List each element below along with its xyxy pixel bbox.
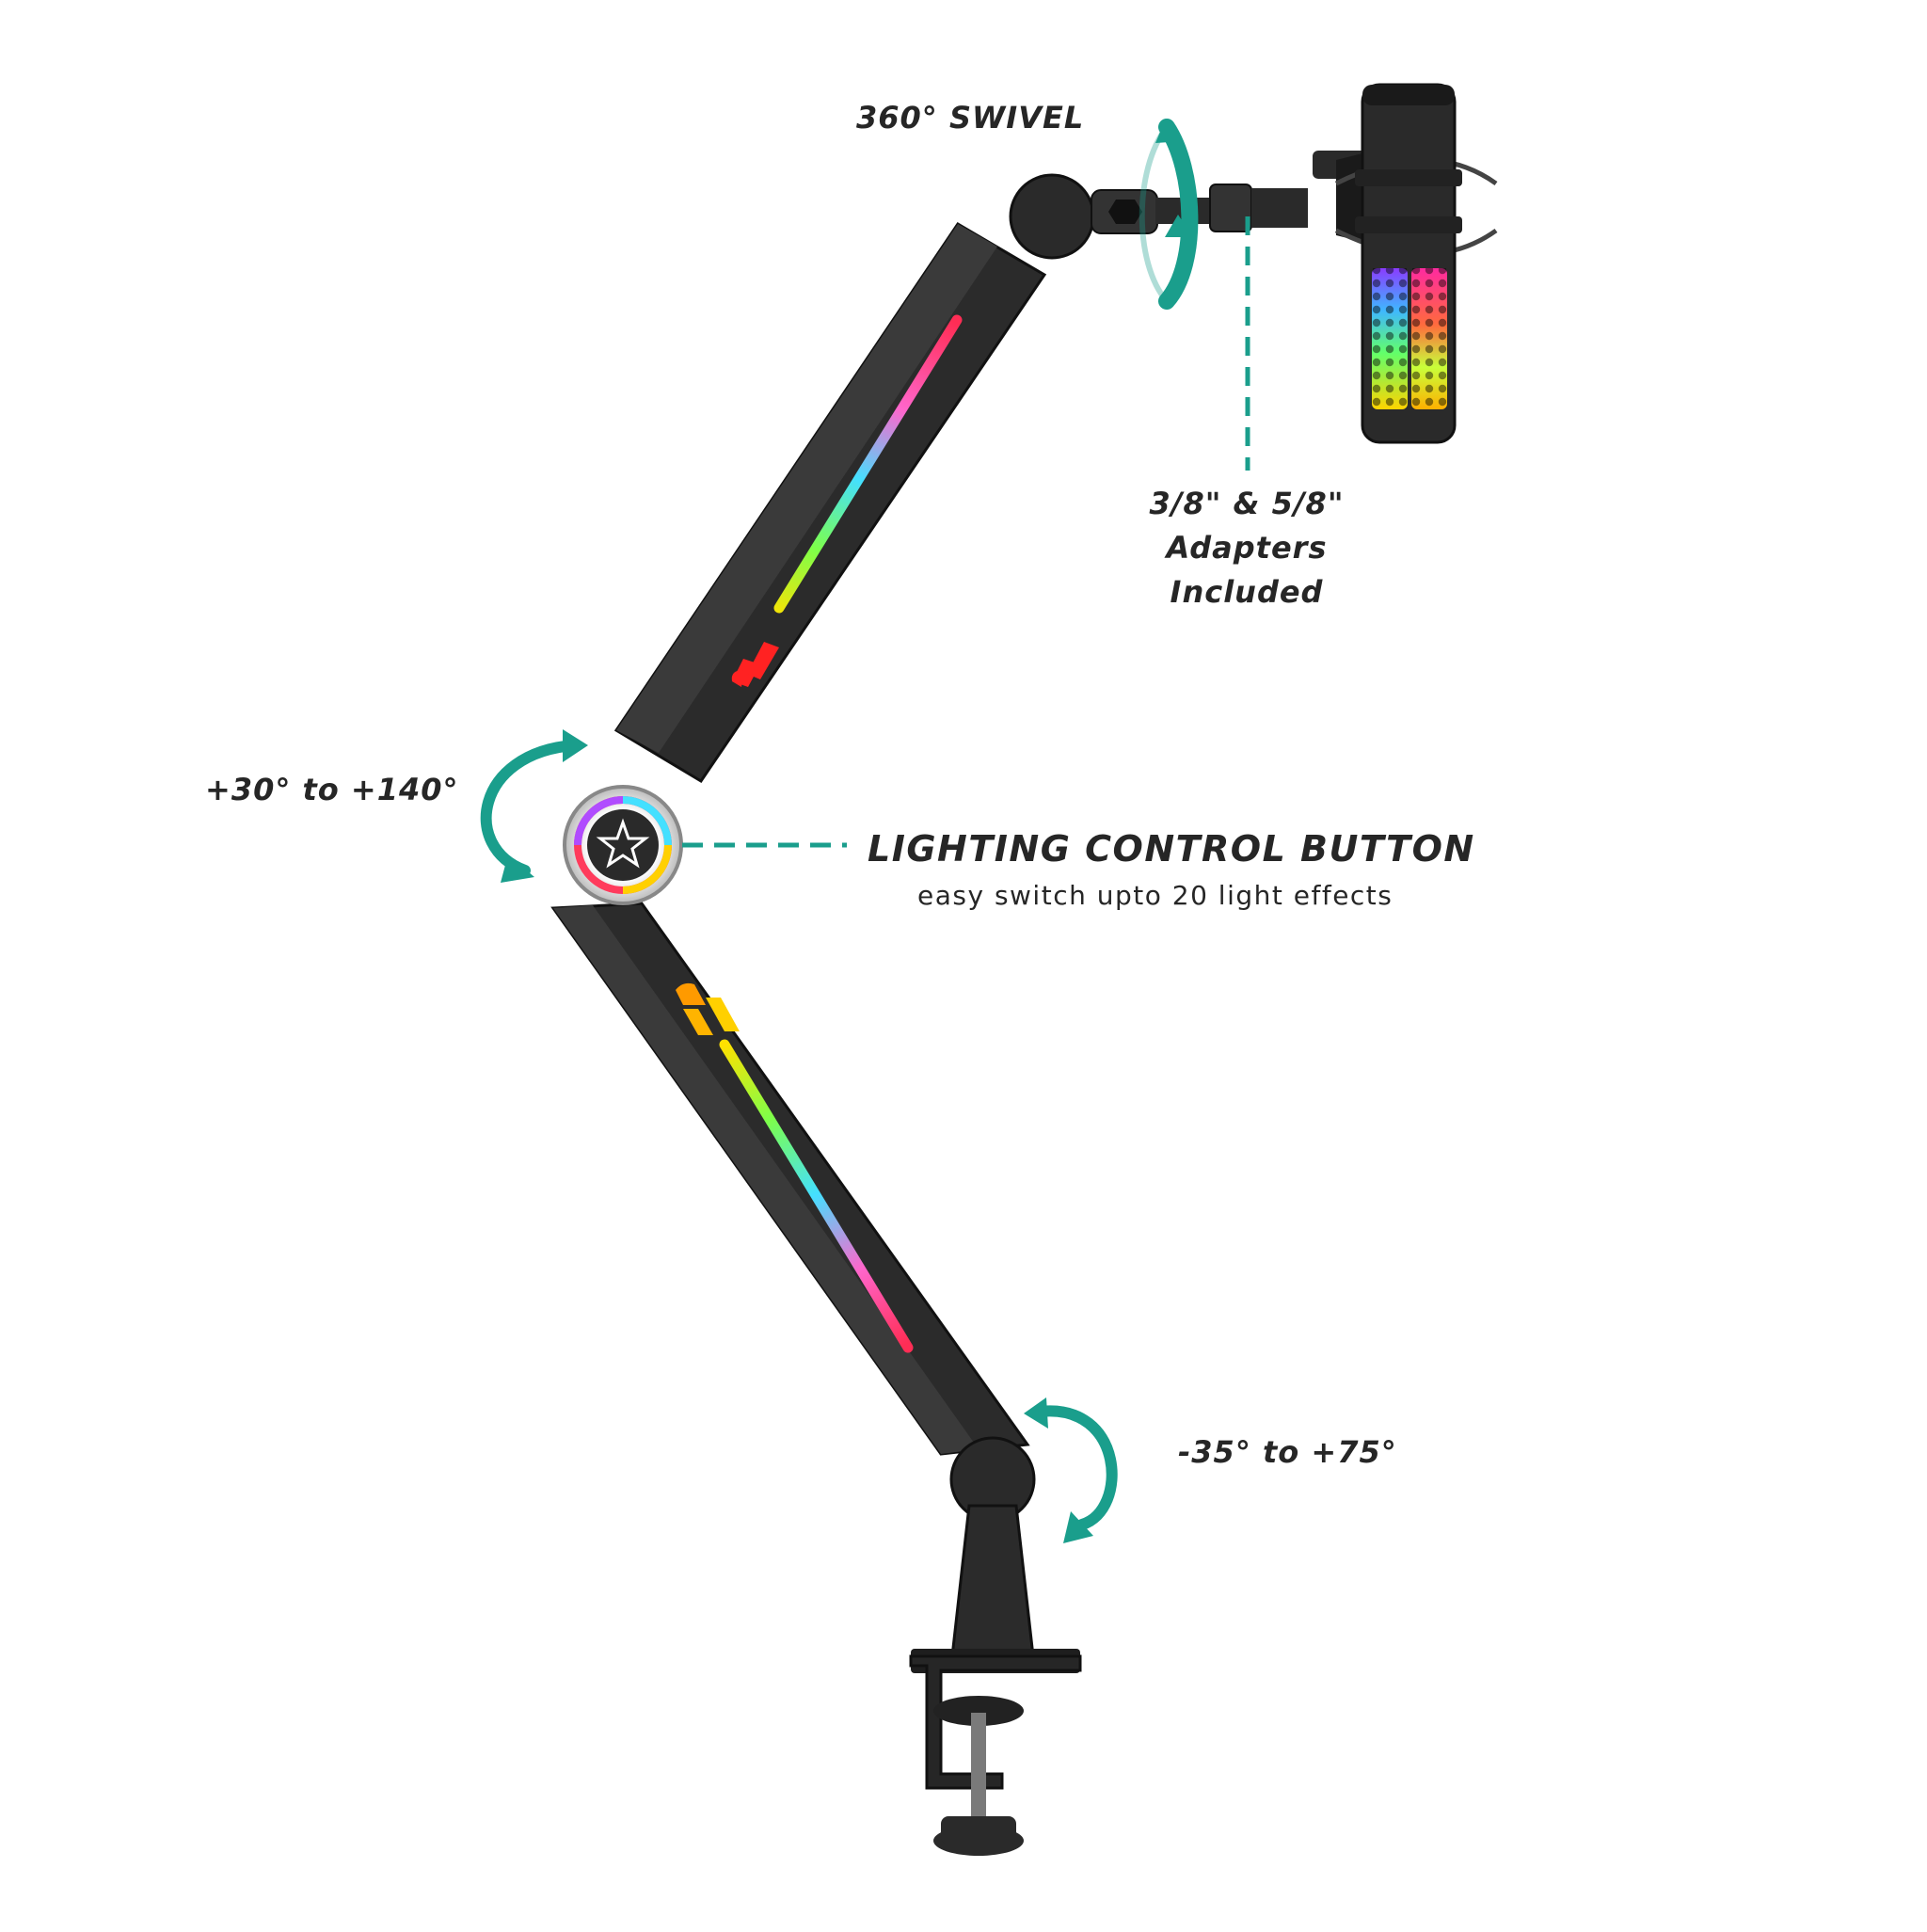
star-icon [596,818,650,869]
lower-arm [550,902,1030,1456]
adapters-label: 3/8" & 5/8" Adapters Included [1149,486,1345,610]
upper-arm [613,221,1047,784]
upper-rgb-strip [773,314,963,614]
lower-rgb-strip [719,1039,914,1353]
swivel-arrow-icon [1139,119,1199,310]
microphone [1313,83,1498,444]
swivel-label: 360° SWIVEL [856,100,1085,136]
base-hinge [911,1436,1080,1673]
top-hinge [1009,173,1308,260]
lighting-control-button[interactable] [563,785,683,905]
desk-clamp [909,1654,1082,1856]
upper-joint-arrow-icon [480,729,588,883]
lighting-button-subtitle: easy switch upto 20 light effects [917,880,1393,911]
upper-joint-range-label: +30° to +140° [205,772,459,807]
lower-joint-range-label: -35° to +75° [1178,1434,1397,1470]
lower-joint-arrow-icon [1024,1397,1118,1543]
lighting-button-title: LIGHTING CONTROL BUTTON [868,828,1475,870]
